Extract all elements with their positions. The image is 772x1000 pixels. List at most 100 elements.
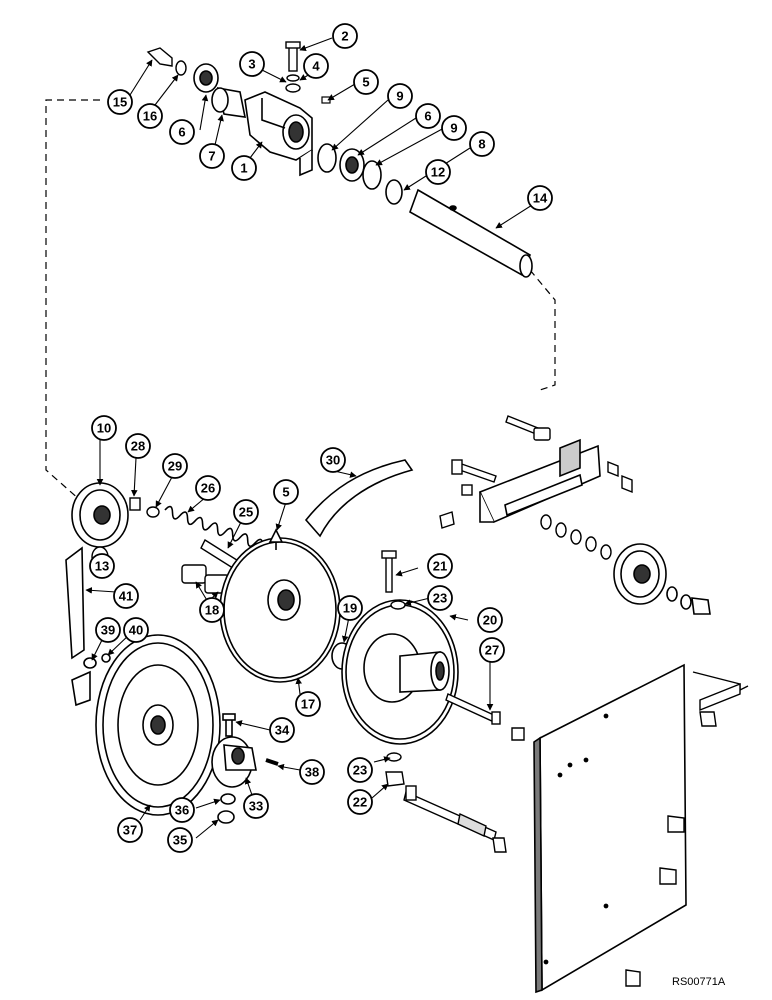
callout-number: 13	[95, 559, 109, 574]
bracket-hardware-top	[439, 415, 633, 529]
callout-number: 41	[119, 589, 133, 604]
callout-number: 18	[205, 603, 219, 618]
callout-38: 38	[299, 759, 325, 785]
callout-6: 6	[415, 103, 441, 129]
callout-circle	[107, 89, 133, 115]
bolt-nut-parts-21-23-22	[381, 550, 406, 787]
callout-39: 39	[95, 617, 121, 643]
belt-part	[304, 459, 414, 538]
callout-number: 10	[97, 421, 111, 436]
callout-22: 22	[347, 789, 373, 815]
callout-23: 23	[427, 585, 453, 611]
callout-15: 15	[107, 89, 133, 115]
callout-circle	[199, 597, 225, 623]
callout-circle	[167, 827, 193, 853]
leader-lines	[85, 37, 541, 839]
callout-circle	[169, 797, 195, 823]
callout-18: 18	[199, 597, 225, 623]
callout-5: 5	[273, 479, 299, 505]
callout-16: 16	[137, 103, 163, 129]
callout-number: 33	[249, 799, 263, 814]
callout-circle	[427, 553, 453, 579]
callout-40: 40	[123, 617, 149, 643]
callout-29: 29	[162, 453, 188, 479]
bushing-part	[211, 86, 247, 118]
callout-26: 26	[195, 475, 221, 501]
callout-9: 9	[441, 115, 467, 141]
callout-number: 5	[282, 485, 289, 500]
callout-circle	[233, 499, 259, 525]
drive-disc-part	[219, 528, 341, 683]
callout-6: 6	[169, 119, 195, 145]
callout-number: 23	[353, 763, 367, 778]
large-sheave-part	[95, 634, 221, 816]
callout-25: 25	[233, 499, 259, 525]
bearing-part-left	[193, 63, 219, 93]
callout-circle	[320, 447, 346, 473]
callout-7: 7	[199, 143, 225, 169]
callout-circle	[527, 185, 553, 211]
callout-number: 3	[248, 57, 255, 72]
shaft-part	[409, 188, 533, 278]
callout-number: 2	[341, 29, 348, 44]
callout-circle	[295, 691, 321, 717]
callout-41: 41	[113, 583, 139, 609]
bolt-part	[285, 41, 301, 93]
callout-circle	[137, 103, 163, 129]
callout-number: 9	[450, 121, 457, 136]
callout-number: 16	[143, 109, 157, 124]
callout-number: 25	[239, 505, 253, 520]
figure-code: RS00771A	[672, 976, 726, 988]
callout-circle	[427, 585, 453, 611]
callout-36: 36	[169, 797, 195, 823]
callout-number: 17	[301, 697, 315, 712]
callout-27: 27	[479, 637, 505, 663]
callout-number: 26	[201, 481, 215, 496]
callout-circle	[231, 155, 257, 181]
callout-circle	[123, 617, 149, 643]
callout-number: 20	[483, 613, 497, 628]
callout-17: 17	[295, 691, 321, 717]
callout-circle	[347, 789, 373, 815]
callout-34: 34	[269, 717, 295, 743]
callout-circle	[299, 759, 325, 785]
callout-number: 4	[312, 59, 320, 74]
callout-number: 38	[305, 765, 319, 780]
callout-circle	[273, 479, 299, 505]
bolt-washer-part	[146, 47, 187, 76]
callout-circle	[353, 69, 379, 95]
callout-circle	[441, 115, 467, 141]
callout-30: 30	[320, 447, 346, 473]
callout-circle	[479, 637, 505, 663]
idler-pulley-part	[613, 543, 711, 615]
plate-hardware-part	[403, 671, 749, 987]
callout-circle	[332, 23, 358, 49]
callout-circle	[113, 583, 139, 609]
callout-4: 4	[303, 53, 329, 79]
callout-19: 19	[337, 595, 363, 621]
callout-circle	[303, 53, 329, 79]
callout-14: 14	[527, 185, 553, 211]
callout-12: 12	[425, 159, 451, 185]
idler-washers-part	[540, 514, 612, 560]
callout-9: 9	[387, 83, 413, 109]
callout-number: 15	[113, 95, 127, 110]
callout-13: 13	[89, 553, 115, 579]
callout-number: 36	[175, 803, 189, 818]
belt-guide-part	[65, 546, 111, 707]
callout-number: 6	[178, 125, 185, 140]
callout-circle	[199, 143, 225, 169]
callout-number: 5	[362, 75, 369, 90]
callout-number: 21	[433, 559, 447, 574]
callout-33: 33	[243, 793, 269, 819]
callout-3: 3	[239, 51, 265, 77]
callout-number: 7	[208, 149, 215, 164]
callout-circle	[125, 433, 151, 459]
callout-circle	[195, 475, 221, 501]
adjusting-bracket-part	[478, 438, 601, 524]
callout-2: 2	[332, 23, 358, 49]
pivot-bracket-part	[211, 713, 279, 824]
hub-disc-part	[341, 599, 459, 745]
callout-5: 5	[353, 69, 379, 95]
